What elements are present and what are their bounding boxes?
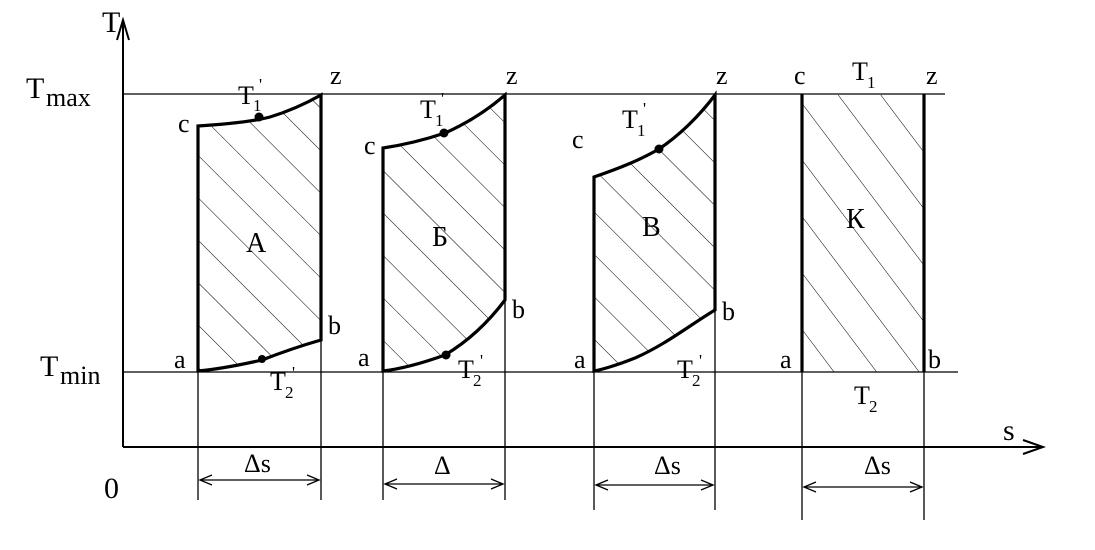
origin-label: 0 [104,472,119,505]
cycle-a-point-c: c [178,109,190,138]
cycle-a-point-b: b [328,311,341,340]
cycle-b-point-z: z [506,61,518,90]
svg-text:': ' [643,99,646,118]
cycle-k-ds-arrow-l [802,481,817,493]
cycle-b-area-label: Б [432,222,448,253]
cycle-v-ds-arrow-r [700,479,715,491]
svg-text:': ' [259,75,262,94]
cycle-v-point-c: c [572,125,584,154]
cycle-a-point-z: z [330,61,342,90]
svg-text:T: T [40,350,58,383]
cycle-a-area-label: А [246,228,267,259]
svg-text:1: 1 [867,73,876,92]
cycle-a-ds-arrow-l [198,474,213,486]
cycle-v-ds-label: Δs [654,451,681,480]
svg-text:2: 2 [692,371,701,390]
cycle-b-t2-label: T 2 ' [458,351,483,390]
svg-text:2: 2 [869,397,878,416]
s-axis-arrow [1022,439,1047,455]
svg-text:1: 1 [253,96,262,115]
cycle-v-outline [592,90,717,373]
cycle-a-hatch [198,95,321,371]
cycle-a-t2-label: T 2 ' [270,363,295,402]
cycle-k-ds-label: Δs [864,451,891,480]
cycle-k-ds-arrow-r [909,481,924,493]
cycle-v-point-b: b [722,297,735,326]
svg-text:2: 2 [285,383,294,402]
svg-text:T: T [458,355,474,384]
cycle-v-area-label: В [642,212,661,243]
cycle-v: Δs В c z a b T 1 ' T 2 ' [572,61,735,510]
cycle-v-point-z: z [716,61,728,90]
s-axis-label: s [1003,414,1015,447]
svg-text:1: 1 [435,111,444,130]
cycle-b: Δ Б c z a b T 1 ' T 2 ' [358,61,525,500]
cycle-a: Δs А c z a b T 1 ' T 2 ' [174,61,342,500]
cycle-a-t1-point [254,112,264,122]
tmax-label: T max [26,72,91,112]
svg-text:T: T [852,57,868,86]
cycle-b-point-b: b [512,295,525,324]
cycle-a-ds-arrow-r [306,474,321,486]
cycle-b-t1-label: T 1 ' [420,89,444,130]
cycle-a-t1-label: T 1 ' [238,75,262,115]
cycle-b-ds-label: Δ [434,451,451,480]
svg-text:T: T [420,95,436,124]
svg-text:': ' [292,363,295,382]
cycle-b-t2-point [441,350,451,360]
cycle-k: Δs К c z a b T 1 T 2 [780,57,941,520]
t-axis-arrow [116,16,130,41]
tmin-label: T min [40,350,100,390]
svg-text:T: T [238,81,254,110]
cycle-k-point-z: z [926,61,938,90]
cycle-b-ds-arrow-l [383,478,398,490]
cycle-k-point-c: c [794,61,806,90]
cycle-v-t1-point [654,144,664,154]
svg-text:': ' [480,351,483,370]
cycle-k-area-label: К [846,204,865,235]
cycle-a-point-a: a [174,345,186,374]
cycle-b-point-a: a [358,343,370,372]
cycle-k-hatch [802,95,924,372]
cycle-a-ds-label: Δs [244,449,271,478]
svg-text:': ' [699,351,702,370]
cycle-b-point-c: c [364,131,376,160]
cycle-a-outline [196,92,323,373]
cycle-v-point-a: a [574,345,586,374]
cycle-k-t1-label: T 1 [852,57,876,92]
cycle-a-t2-point [258,355,266,363]
svg-text:max: max [46,83,91,112]
svg-text:T: T [854,381,870,410]
svg-text:1: 1 [637,121,646,140]
cycle-k-t2-label: T 2 [854,381,878,416]
cycle-v-ds-arrow-l [594,479,609,491]
cycle-k-point-a: a [780,345,792,374]
svg-text:': ' [441,89,444,108]
svg-text:2: 2 [473,371,482,390]
cycle-b-t1-point [439,128,449,138]
cycle-b-ds-arrow-r [490,478,505,490]
cycle-v-t1-label: T 1 ' [622,99,646,140]
svg-text:min: min [60,361,100,390]
cycle-k-point-b: b [928,345,941,374]
svg-text:T: T [26,72,44,105]
svg-text:T: T [622,105,638,134]
svg-text:T: T [677,355,693,384]
svg-text:T: T [270,367,286,396]
cycle-v-t2-label: T 2 ' [677,351,702,390]
t-axis-label: T [102,6,120,39]
